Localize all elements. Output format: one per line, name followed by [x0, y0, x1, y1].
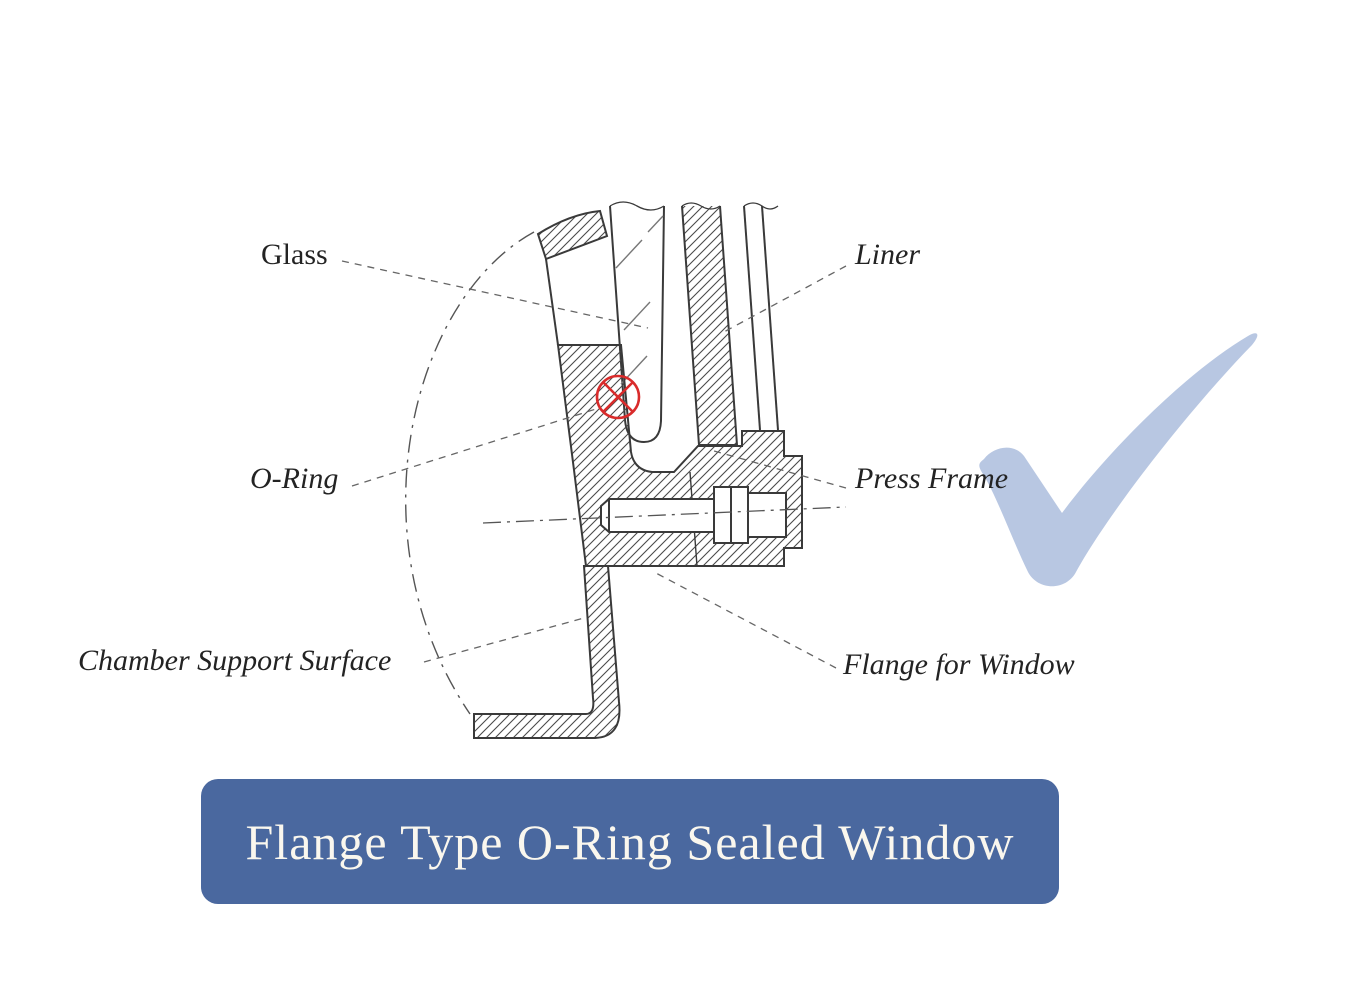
flange-for-window-label: Flange for Window — [843, 648, 1075, 681]
window-flange — [473, 565, 621, 739]
leader-flange — [653, 571, 837, 669]
leader-lines — [341, 260, 847, 669]
liner-label: Liner — [855, 238, 921, 271]
bolt-washer — [747, 492, 787, 538]
leader-press-frame — [713, 450, 847, 489]
chamber-support-surface-label: Chamber Support Surface — [78, 644, 392, 677]
outer-wall — [743, 202, 779, 431]
title-banner: Flange Type O-Ring Sealed Window — [201, 779, 1059, 904]
glass-tick-marks — [615, 215, 664, 385]
leader-o-ring — [351, 408, 597, 487]
leader-chamber-support — [423, 617, 585, 663]
o-ring-marker — [595, 374, 641, 420]
liner-break-line — [681, 202, 721, 210]
checkmark-icon — [979, 333, 1258, 587]
o-ring-label: O-Ring — [250, 462, 339, 495]
glass-break-line — [609, 201, 665, 211]
leader-liner — [721, 265, 847, 334]
banner-title: Flange Type O-Ring Sealed Window — [245, 813, 1015, 870]
chamber-wall-break — [536, 209, 609, 261]
leader-glass — [341, 260, 649, 329]
press-frame-label: Press Frame — [855, 462, 1009, 495]
liner-part — [681, 205, 739, 446]
glass-label: Glass — [261, 238, 328, 271]
clamp-bolt — [482, 486, 847, 544]
chamber-arc — [405, 231, 535, 715]
bolt-centerline — [482, 506, 847, 524]
